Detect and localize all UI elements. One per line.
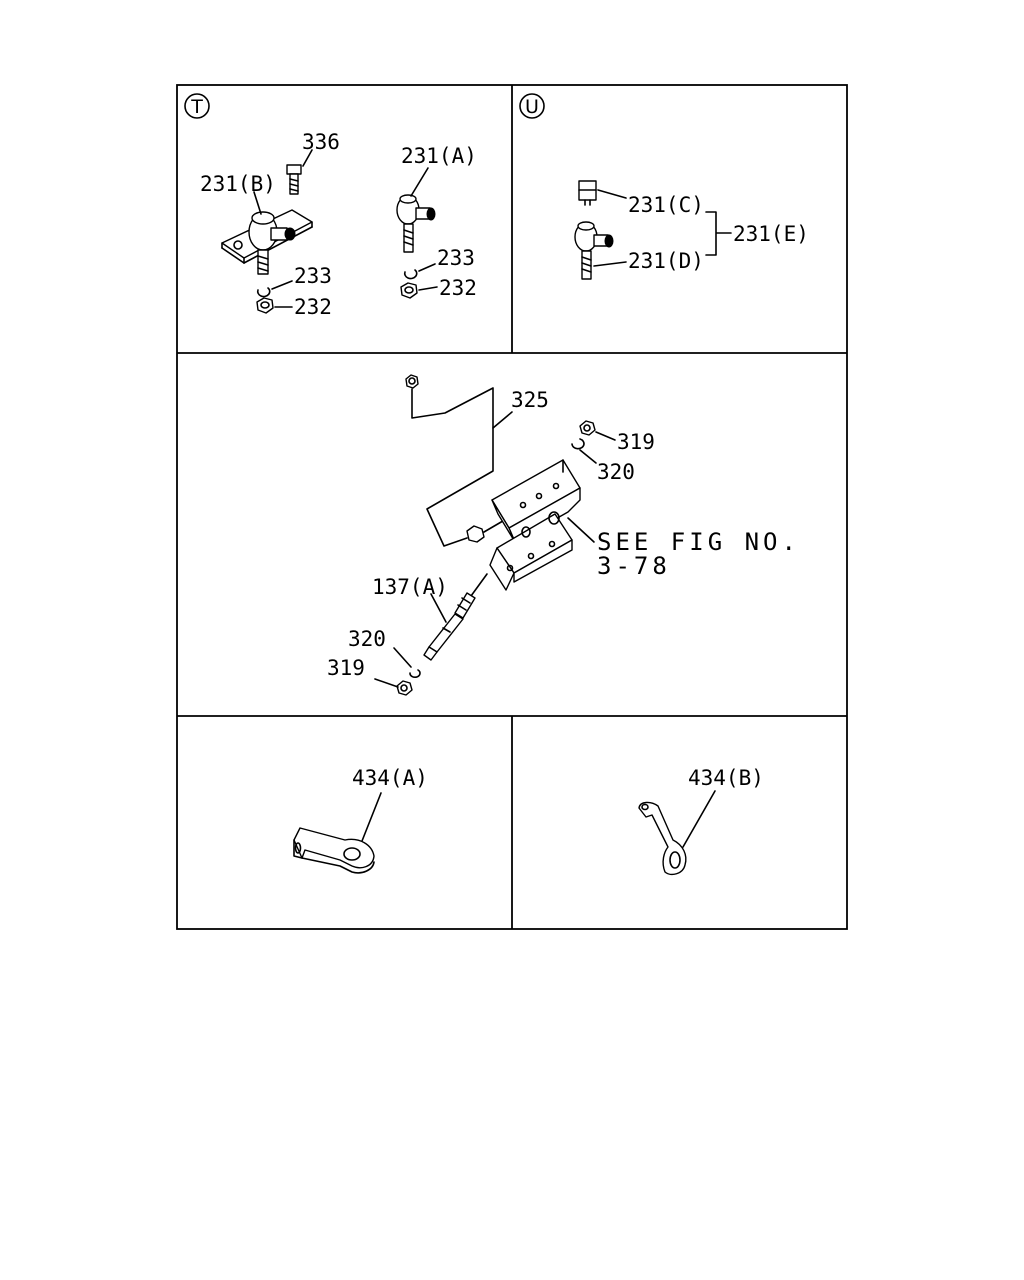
leader-319-top	[595, 431, 616, 441]
clip-434b-drawing	[638, 801, 687, 876]
leader-320-top	[579, 449, 597, 464]
label-320-bottom: 320	[348, 627, 386, 651]
label-320-top: 320	[597, 460, 635, 484]
nut-232-right	[400, 282, 418, 299]
label-434b: 434(B)	[688, 766, 764, 790]
label-231a: 231(A)	[401, 144, 477, 168]
washer-233-left	[256, 287, 271, 298]
leader-434a	[361, 792, 382, 842]
leader-319-bottom	[374, 678, 399, 688]
bracket-231e	[705, 211, 732, 256]
svg-text:T: T	[190, 96, 203, 118]
leader-233-left	[271, 280, 293, 290]
block-231b-drawing	[221, 209, 313, 275]
label-231e: 231(E)	[733, 222, 809, 246]
label-319-top: 319	[617, 430, 655, 454]
leader-see-fig	[567, 517, 595, 543]
leader-231d	[593, 261, 627, 267]
washer-233-right	[403, 269, 418, 280]
nut-319-top	[579, 420, 596, 436]
label-232-right: 232	[439, 276, 477, 300]
label-233-left: 233	[294, 264, 332, 288]
section-marker-u: U	[519, 93, 545, 119]
washer-320-bottom	[409, 669, 421, 678]
label-233-right: 233	[437, 246, 475, 270]
nut-319-bottom	[396, 680, 413, 696]
fitting-231d-drawing	[574, 221, 614, 280]
panel-t: T 336	[184, 93, 477, 319]
leader-231a	[410, 167, 429, 197]
sensor-137a-drawing	[423, 573, 488, 661]
label-319-bottom: 319	[327, 656, 365, 680]
label-434a: 434(A)	[352, 766, 428, 790]
bolt-336-drawing	[286, 164, 302, 195]
leader-434b	[682, 790, 716, 848]
label-325: 325	[511, 388, 549, 412]
label-231c: 231(C)	[628, 193, 704, 217]
svg-text:U: U	[525, 96, 539, 118]
leader-233-right	[418, 263, 436, 272]
label-231d: 231(D)	[628, 249, 704, 273]
panel-middle: 325 SEE FIG NO. 3-78 319	[327, 374, 800, 696]
leader-336	[302, 149, 313, 167]
leader-232-right	[418, 286, 438, 291]
panel-bottom-left: 434(A)	[293, 766, 428, 874]
cap-231c-drawing	[578, 180, 597, 206]
leader-231b	[253, 191, 262, 215]
see-fig-line2: 3-78	[597, 552, 671, 580]
leader-137a	[430, 593, 447, 623]
leader-320-bottom	[393, 647, 412, 668]
label-336: 336	[302, 130, 340, 154]
label-232-left: 232	[294, 295, 332, 319]
see-fig-line1: SEE FIG NO.	[597, 528, 800, 556]
label-231b: 231(B)	[200, 172, 276, 196]
panel-bottom-right: 434(B)	[638, 766, 764, 876]
section-marker-t: T	[184, 93, 210, 119]
clip-434a-drawing	[293, 827, 375, 874]
connector-block-drawing	[489, 459, 581, 591]
nut-232-left	[256, 297, 274, 314]
label-137a: 137(A)	[372, 575, 448, 599]
diagram-frame	[176, 84, 848, 930]
washer-320-top	[571, 438, 585, 450]
fitting-231a-drawing	[396, 194, 436, 253]
leader-231c	[597, 189, 627, 199]
leader-325	[492, 411, 513, 429]
panel-u: U 231(C) 231(D) 231(E)	[519, 93, 809, 280]
